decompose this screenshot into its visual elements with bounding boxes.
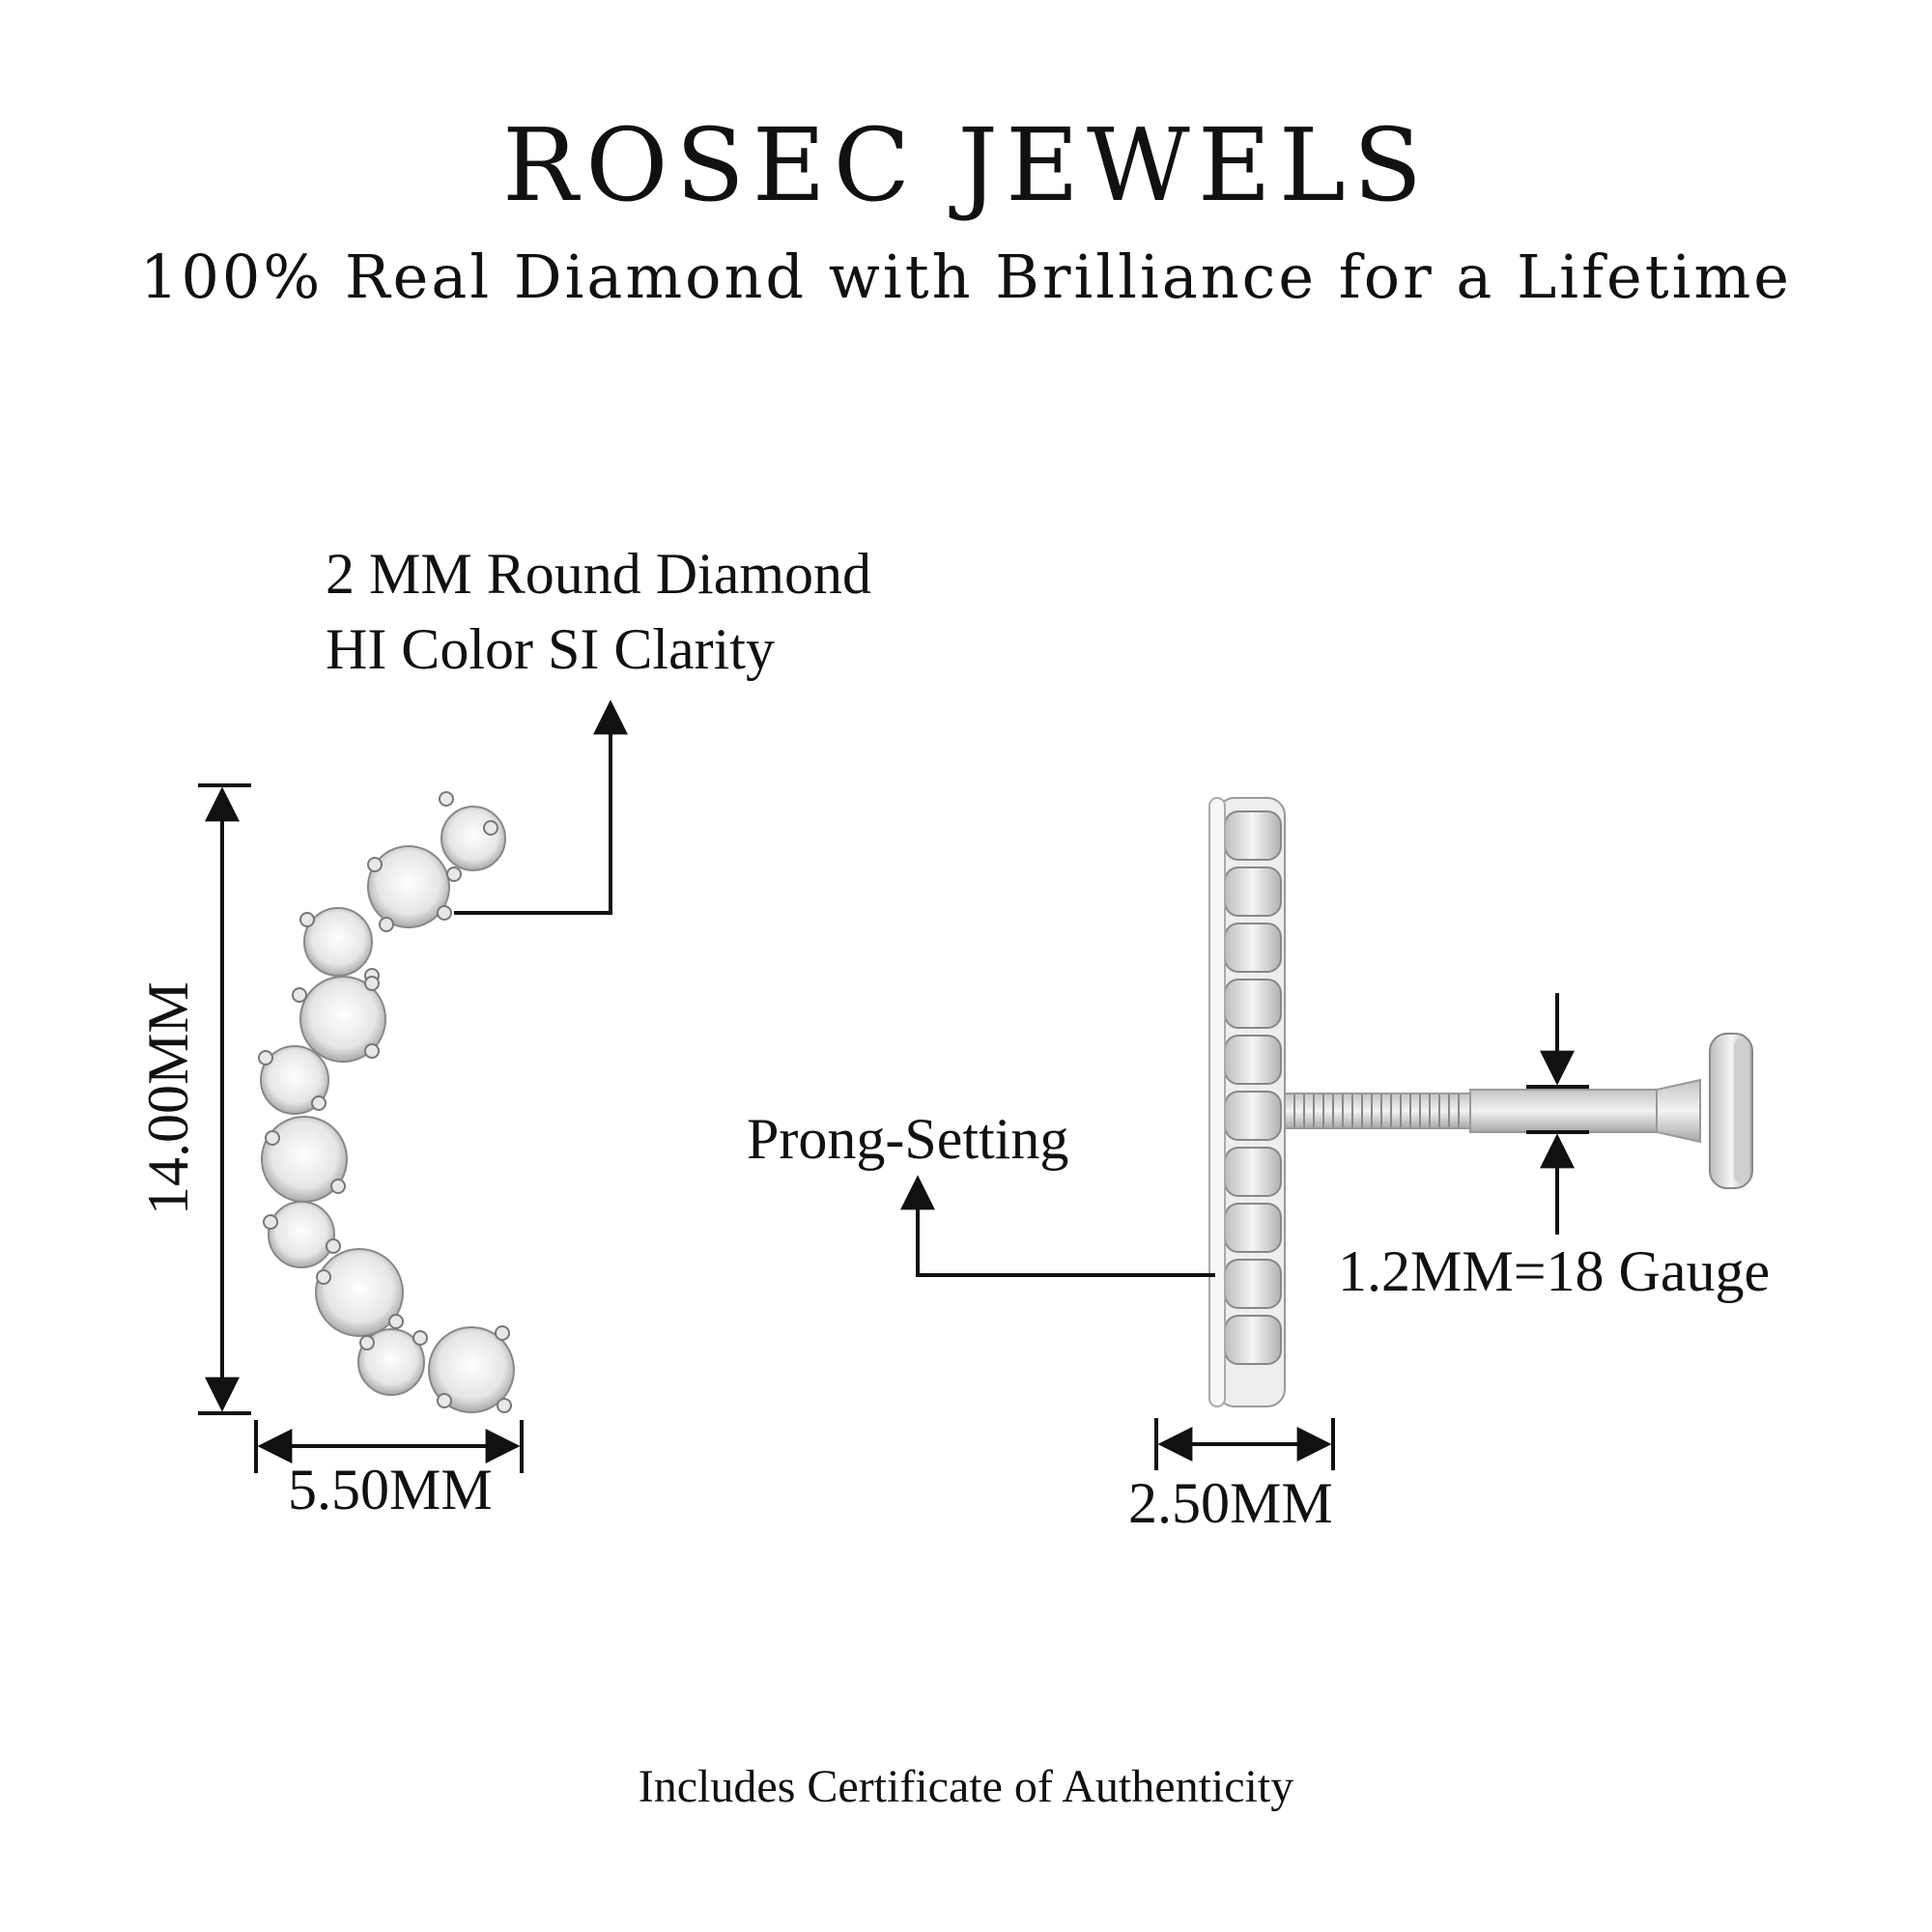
flat-back-disc [1709, 1033, 1753, 1189]
diamond-grade-label: HI Color SI Clarity [326, 617, 775, 681]
setting-label: Prong-Setting [747, 1107, 1069, 1171]
diamond-size-label: 2 MM Round Diamond [326, 542, 872, 606]
diamond [299, 976, 386, 1063]
height-dimension [198, 783, 251, 1415]
height-label: 14.00MM [136, 981, 200, 1215]
diamond [357, 1328, 425, 1396]
front-view-earring [258, 791, 515, 1413]
side-view-earring [1208, 797, 1753, 1407]
gauge-dimension [1526, 993, 1589, 1235]
tagline: 100% Real Diamond with Brilliance for a … [140, 242, 1792, 312]
diamond [260, 1045, 329, 1115]
side-width-dimension [1154, 1418, 1335, 1470]
diamond [367, 845, 450, 928]
brand-title: ROSEC JEWELS [501, 106, 1431, 224]
gauge-label: 1.2MM=18 Gauge [1338, 1239, 1771, 1303]
diamond-callout-arrow [454, 699, 628, 915]
side-width-label: 2.50MM [1128, 1471, 1333, 1535]
diamond [303, 907, 373, 977]
diamond [268, 1201, 335, 1268]
diamond-gems [260, 806, 515, 1413]
diamond [315, 1248, 404, 1337]
diamond [440, 806, 506, 871]
threaded-post [1284, 1078, 1701, 1144]
front-width-dimension [254, 1420, 524, 1473]
diamond [428, 1326, 515, 1413]
setting-callout-arrow [900, 1175, 1215, 1277]
prong-beads [258, 791, 512, 1413]
front-width-label: 5.50MM [288, 1458, 493, 1521]
certificate-note: Includes Certificate of Authenticity [638, 1761, 1294, 1812]
